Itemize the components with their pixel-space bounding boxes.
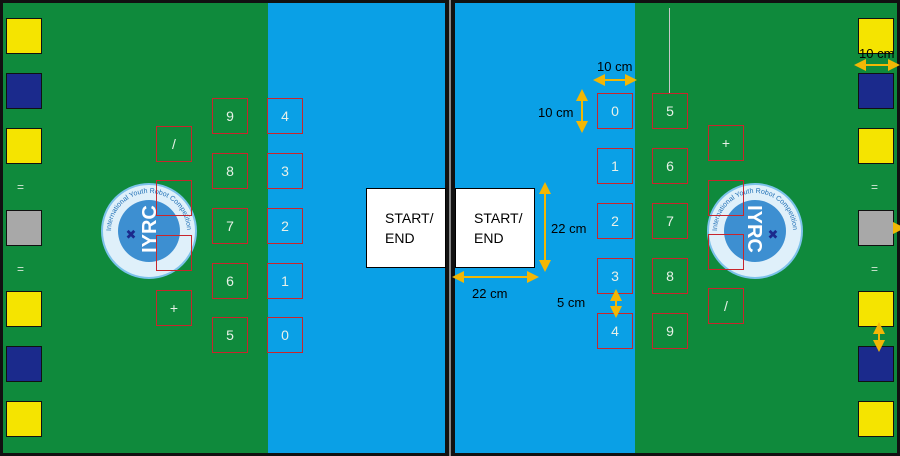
right-number-cell: 8 — [652, 258, 688, 294]
start-width-label: 22 cm — [472, 286, 508, 301]
left-edge-blue-2 — [6, 346, 42, 382]
right-edge-yellow-2 — [858, 128, 894, 164]
cell-gap-label: 5 cm — [557, 295, 586, 310]
right-number-cell: 9 — [652, 313, 688, 349]
cell-width-label: 10 cm — [597, 59, 633, 74]
iyrc-logo-icon: International Youth Robot Competition IY… — [101, 183, 197, 279]
right-edge-yellow-3 — [858, 291, 894, 327]
right-edge-blue-1 — [858, 73, 894, 109]
left-operator-cell: + — [156, 290, 192, 326]
left-empty-cell — [156, 180, 192, 216]
right-edge-yellow-4 — [858, 401, 894, 437]
right-operator-cell: + — [708, 125, 744, 161]
start-end-label-line1: START/ — [474, 210, 523, 226]
right-number-cell: 0 — [597, 93, 633, 129]
edge-width-label: 10 cm — [859, 46, 895, 61]
svg-text:✖: ✖ — [126, 227, 137, 242]
left-edge-yellow-4 — [6, 401, 42, 437]
left-number-cell: 9 — [212, 98, 248, 134]
left-edge-separator-1: = — [17, 180, 25, 194]
center-divider — [445, 0, 449, 456]
start-end-box-left: START/ END — [366, 188, 446, 268]
start-end-label-line2: END — [385, 230, 415, 246]
right-number-cell: 1 — [597, 148, 633, 184]
left-edge-yellow-3 — [6, 291, 42, 327]
left-number-cell: 7 — [212, 208, 248, 244]
center-divider-right — [451, 0, 455, 456]
left-number-cell: 8 — [212, 153, 248, 189]
right-empty-cell — [708, 234, 744, 270]
logo-short-name: IYRC — [743, 205, 765, 253]
right-operator-cell: / — [708, 288, 744, 324]
svg-text:✖: ✖ — [768, 227, 779, 242]
right-edge-gray — [858, 210, 894, 246]
right-number-cell: 6 — [652, 148, 688, 184]
right-number-cell: 5 — [652, 93, 688, 129]
left-number-cell: 2 — [267, 208, 303, 244]
right-number-cell: 2 — [597, 203, 633, 239]
logo-short-name: IYRC — [139, 205, 161, 253]
start-end-label-line1: START/ — [385, 210, 434, 226]
right-edge-separator-2: = — [871, 262, 879, 276]
left-empty-cell — [156, 235, 192, 271]
left-operator-cell: / — [156, 126, 192, 162]
start-end-box-right: START/ END — [455, 188, 535, 268]
start-end-label-line2: END — [474, 230, 504, 246]
right-edge-yellow-1 — [858, 18, 894, 54]
start-height-label: 22 cm — [551, 221, 587, 236]
left-edge-blue-1 — [6, 73, 42, 109]
left-edge-gray — [6, 210, 42, 246]
right-edge-separator-1: = — [871, 180, 879, 194]
left-number-cell: 4 — [267, 98, 303, 134]
left-edge-yellow-2 — [6, 128, 42, 164]
center-divider-shadow — [449, 0, 451, 456]
left-number-cell: 3 — [267, 153, 303, 189]
cell-height-label: 10 cm — [538, 105, 574, 120]
left-number-cell: 1 — [267, 263, 303, 299]
left-edge-yellow-1 — [6, 18, 42, 54]
left-number-cell: 6 — [212, 263, 248, 299]
left-number-cell: 0 — [267, 317, 303, 353]
left-number-cell: 5 — [212, 317, 248, 353]
right-number-cell: 7 — [652, 203, 688, 239]
right-empty-cell — [708, 180, 744, 216]
left-edge-separator-2: = — [17, 262, 25, 276]
guide-line — [669, 8, 670, 93]
